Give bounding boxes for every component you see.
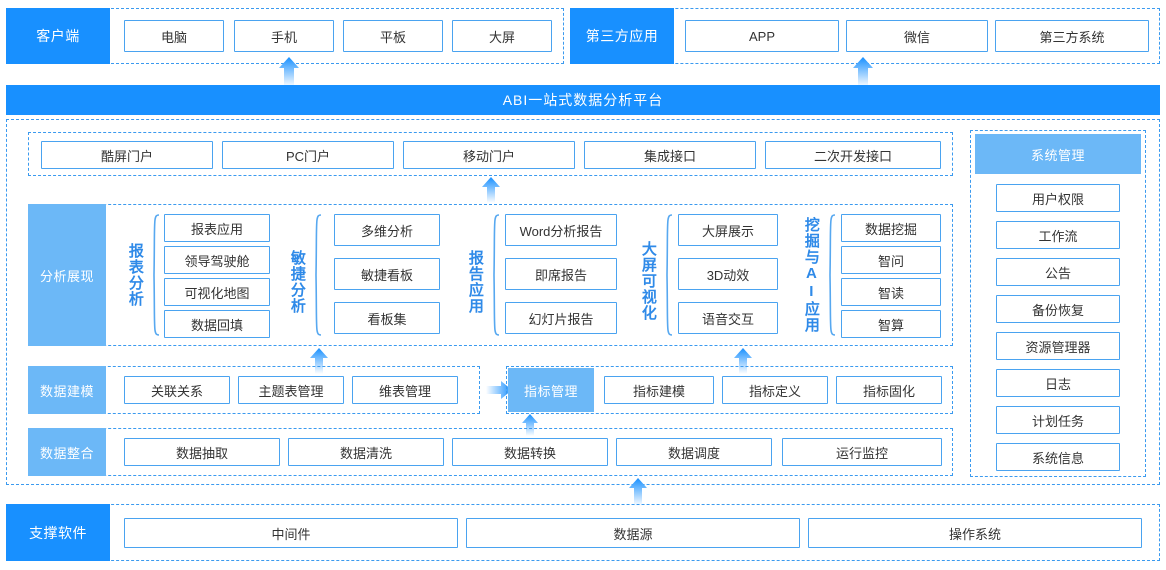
support-item-datasource[interactable]: 数据源 <box>466 518 800 548</box>
metric-tier-region <box>506 366 953 414</box>
modeling-item-relation[interactable]: 关联关系 <box>124 376 230 404</box>
analysis-group-label-report: 报表分析 <box>126 243 144 307</box>
portal-item-pc[interactable]: PC门户 <box>222 141 394 169</box>
integration-item-cleanse[interactable]: 数据清洗 <box>288 438 444 466</box>
analysis-item-report-app[interactable]: 报表应用 <box>164 214 270 242</box>
third-party-tier-label: 第三方应用 <box>570 8 674 64</box>
analysis-item-exec-cockpit[interactable]: 领导驾驶舱 <box>164 246 270 274</box>
system-mgmt-item-workflow[interactable]: 工作流 <box>996 221 1120 249</box>
analysis-group-label-report-app: 报告应用 <box>466 250 484 314</box>
portal-item-mobile[interactable]: 移动门户 <box>403 141 575 169</box>
portal-row-region <box>28 132 953 176</box>
portal-item-integration-api[interactable]: 集成接口 <box>584 141 756 169</box>
support-tier-label: 支撑软件 <box>6 504 110 561</box>
analysis-item-board-set[interactable]: 看板集 <box>334 302 440 334</box>
third-party-item-app[interactable]: APP <box>685 20 839 52</box>
integration-item-transform[interactable]: 数据转换 <box>452 438 608 466</box>
analysis-item-slide-report[interactable]: 幻灯片报告 <box>505 302 617 334</box>
support-item-middleware[interactable]: 中间件 <box>124 518 458 548</box>
analysis-item-multidim[interactable]: 多维分析 <box>334 214 440 246</box>
system-mgmt-item-backup-restore[interactable]: 备份恢复 <box>996 295 1120 323</box>
brace-agile <box>310 214 322 336</box>
client-item-pc[interactable]: 电脑 <box>124 20 224 52</box>
brace-bigscreen <box>661 214 673 336</box>
modeling-item-dimension-table[interactable]: 维表管理 <box>352 376 458 404</box>
system-mgmt-item-user-permission[interactable]: 用户权限 <box>996 184 1120 212</box>
metric-item-modeling[interactable]: 指标建模 <box>604 376 714 404</box>
analysis-item-3d-effect[interactable]: 3D动效 <box>678 258 778 290</box>
analysis-item-zhiwen[interactable]: 智问 <box>841 246 941 274</box>
client-item-tablet[interactable]: 平板 <box>343 20 443 52</box>
analysis-item-zhisuan[interactable]: 智算 <box>841 310 941 338</box>
metric-management-label[interactable]: 指标管理 <box>508 368 594 412</box>
brace-report <box>148 214 160 336</box>
portal-item-dev-api[interactable]: 二次开发接口 <box>765 141 941 169</box>
metric-item-solidify[interactable]: 指标固化 <box>836 376 942 404</box>
analysis-item-voice-interaction[interactable]: 语音交互 <box>678 302 778 334</box>
analysis-item-adhoc-report[interactable]: 即席报告 <box>505 258 617 290</box>
system-mgmt-item-scheduled-task[interactable]: 计划任务 <box>996 406 1120 434</box>
analysis-item-agile-board[interactable]: 敏捷看板 <box>334 258 440 290</box>
brace-mining-ai <box>824 214 836 336</box>
integration-item-extract[interactable]: 数据抽取 <box>124 438 280 466</box>
client-item-bigscreen[interactable]: 大屏 <box>452 20 552 52</box>
analysis-item-zhidu[interactable]: 智读 <box>841 278 941 306</box>
system-mgmt-item-resource-manager[interactable]: 资源管理器 <box>996 332 1120 360</box>
analysis-tier-label: 分析展现 <box>28 204 106 346</box>
modeling-tier-label: 数据建模 <box>28 366 106 414</box>
metric-item-definition[interactable]: 指标定义 <box>722 376 828 404</box>
system-mgmt-item-announcement[interactable]: 公告 <box>996 258 1120 286</box>
portal-item-kupin[interactable]: 酷屏门户 <box>41 141 213 169</box>
system-mgmt-region <box>970 130 1146 477</box>
analysis-group-label-bigscreen: 大屏可视化 <box>639 241 657 321</box>
system-mgmt-label: 系统管理 <box>975 134 1141 174</box>
support-item-os[interactable]: 操作系统 <box>808 518 1142 548</box>
client-tier-label: 客户端 <box>6 8 110 64</box>
client-item-phone[interactable]: 手机 <box>234 20 334 52</box>
brace-report-app <box>488 214 500 336</box>
integration-tier-label: 数据整合 <box>28 428 106 476</box>
integration-item-monitor[interactable]: 运行监控 <box>782 438 942 466</box>
analysis-item-bigscreen-display[interactable]: 大屏展示 <box>678 214 778 246</box>
analysis-item-data-mining[interactable]: 数据挖掘 <box>841 214 941 242</box>
analysis-group-label-agile: 敏捷分析 <box>288 250 306 314</box>
system-mgmt-item-system-info[interactable]: 系统信息 <box>996 443 1120 471</box>
analysis-item-data-fillback[interactable]: 数据回填 <box>164 310 270 338</box>
analysis-item-visual-map[interactable]: 可视化地图 <box>164 278 270 306</box>
arrow-right-to-metric <box>486 380 512 400</box>
third-party-item-external-system[interactable]: 第三方系统 <box>995 20 1149 52</box>
analysis-item-word-report[interactable]: Word分析报告 <box>505 214 617 246</box>
platform-body-region <box>6 119 1160 485</box>
analysis-group-label-mining-ai: 挖掘与AI应用 <box>802 217 820 333</box>
modeling-item-subject-table[interactable]: 主题表管理 <box>238 376 344 404</box>
system-mgmt-item-log[interactable]: 日志 <box>996 369 1120 397</box>
integration-item-schedule[interactable]: 数据调度 <box>616 438 772 466</box>
platform-banner: ABI一站式数据分析平台 <box>6 85 1160 115</box>
third-party-item-wechat[interactable]: 微信 <box>846 20 988 52</box>
